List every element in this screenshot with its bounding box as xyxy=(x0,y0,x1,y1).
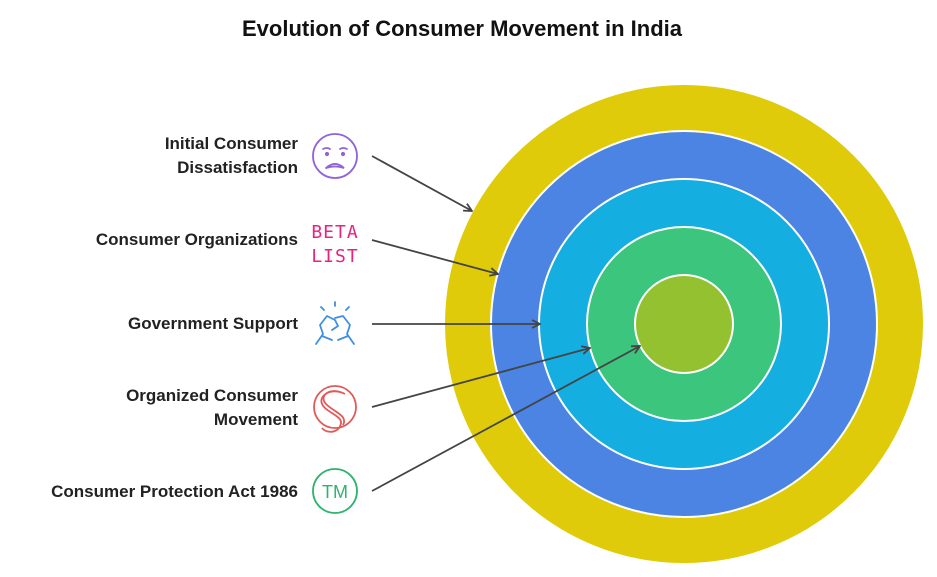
handshake-icon xyxy=(315,301,355,345)
label-initial-consumer-dissatisfaction: Initial Consumer Dissatisfaction xyxy=(165,132,298,180)
label-line: Consumer Protection Act 1986 xyxy=(51,482,298,501)
label-line: Movement xyxy=(213,410,298,429)
label-line: Dissatisfaction xyxy=(177,158,298,177)
label-consumer-protection-act: Consumer Protection Act 1986 xyxy=(51,480,298,504)
beta-list-icon: BETA LIST xyxy=(311,222,358,267)
trademark-text: TM xyxy=(322,482,348,502)
label-line: Organized Consumer xyxy=(126,386,298,405)
list-text: LIST xyxy=(311,246,358,267)
arrow-5 xyxy=(371,346,640,492)
ring-inner xyxy=(634,274,734,374)
label-line: Initial Consumer xyxy=(164,134,298,153)
label-line: Consumer Organizations xyxy=(95,230,298,249)
diagram-title: Evolution of Consumer Movement in India xyxy=(241,16,683,41)
beta-text: BETA xyxy=(311,222,358,243)
label-consumer-organizations: Consumer Organizations xyxy=(96,228,298,252)
arrow-1 xyxy=(371,155,472,211)
rings xyxy=(443,83,925,565)
trademark-icon: TM xyxy=(312,468,358,514)
label-government-support: Government Support xyxy=(128,312,298,336)
arrow-2 xyxy=(371,239,498,274)
label-organized-consumer-movement: Organized Consumer Movement xyxy=(126,384,298,432)
label-line: Government Support xyxy=(127,314,298,333)
sad-face-icon xyxy=(312,133,358,179)
arrows xyxy=(371,155,640,492)
arrow-4 xyxy=(371,348,590,408)
s-logo-icon xyxy=(313,385,357,433)
